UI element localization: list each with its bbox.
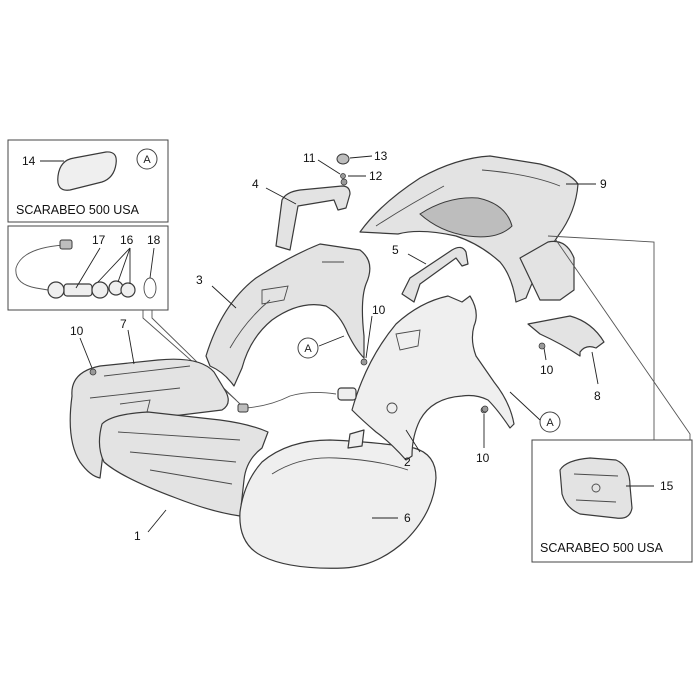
label-10-left: 10 (70, 324, 84, 338)
rear-carrier-9 (359, 155, 579, 303)
label-8: 8 (594, 389, 601, 403)
label-7: 7 (120, 317, 127, 331)
usa-box-14: 14 A SCARABEO 500 USA (7, 139, 169, 223)
label-6: 6 (404, 511, 411, 525)
rear-handle-5 (401, 228, 469, 303)
cap-13 (336, 153, 350, 165)
label-2: 2 (404, 455, 411, 469)
box-16-17-18: 17 16 18 (7, 225, 241, 405)
bracket-8 (527, 315, 605, 357)
bulb-holder-17 (63, 283, 93, 297)
reflector-14 (57, 151, 117, 191)
label-4: 4 (252, 177, 259, 191)
fasteners-11-12-13 (336, 153, 350, 179)
wire-plug-17 (59, 239, 73, 250)
ref-a-right: A (546, 417, 554, 429)
grab-handle-4 (275, 178, 351, 251)
label-3: 3 (196, 273, 203, 287)
label-10-right: 10 (540, 363, 554, 377)
label-14: 14 (22, 154, 36, 168)
label-17: 17 (92, 233, 106, 247)
bulb-16 (91, 281, 109, 299)
wire-socket (237, 387, 357, 413)
label-16: 16 (120, 233, 134, 247)
caption-top-left: SCARABEO 500 USA (16, 203, 140, 217)
plate-holder-15 (559, 457, 633, 519)
washer-12 (340, 173, 346, 179)
label-13: 13 (374, 149, 388, 163)
ref-a-box: A (143, 154, 151, 166)
caption-bottom-right: SCARABEO 500 USA (540, 541, 664, 555)
label-15: 15 (660, 479, 674, 493)
label-10-center: 10 (372, 303, 386, 317)
label-9: 9 (600, 177, 607, 191)
label-11: 11 (303, 151, 316, 165)
usa-box-15: 15 SCARABEO 500 USA (531, 439, 693, 563)
label-10-bottom: 10 (476, 451, 490, 465)
ref-a-left: A (304, 343, 312, 355)
label-18: 18 (147, 233, 161, 247)
label-12: 12 (369, 169, 383, 183)
side-panel-6 (239, 429, 437, 569)
label-5: 5 (392, 243, 399, 257)
label-1: 1 (134, 529, 141, 543)
left-inner-cover-3 (205, 243, 371, 387)
right-inner-cover-2 (351, 295, 515, 461)
